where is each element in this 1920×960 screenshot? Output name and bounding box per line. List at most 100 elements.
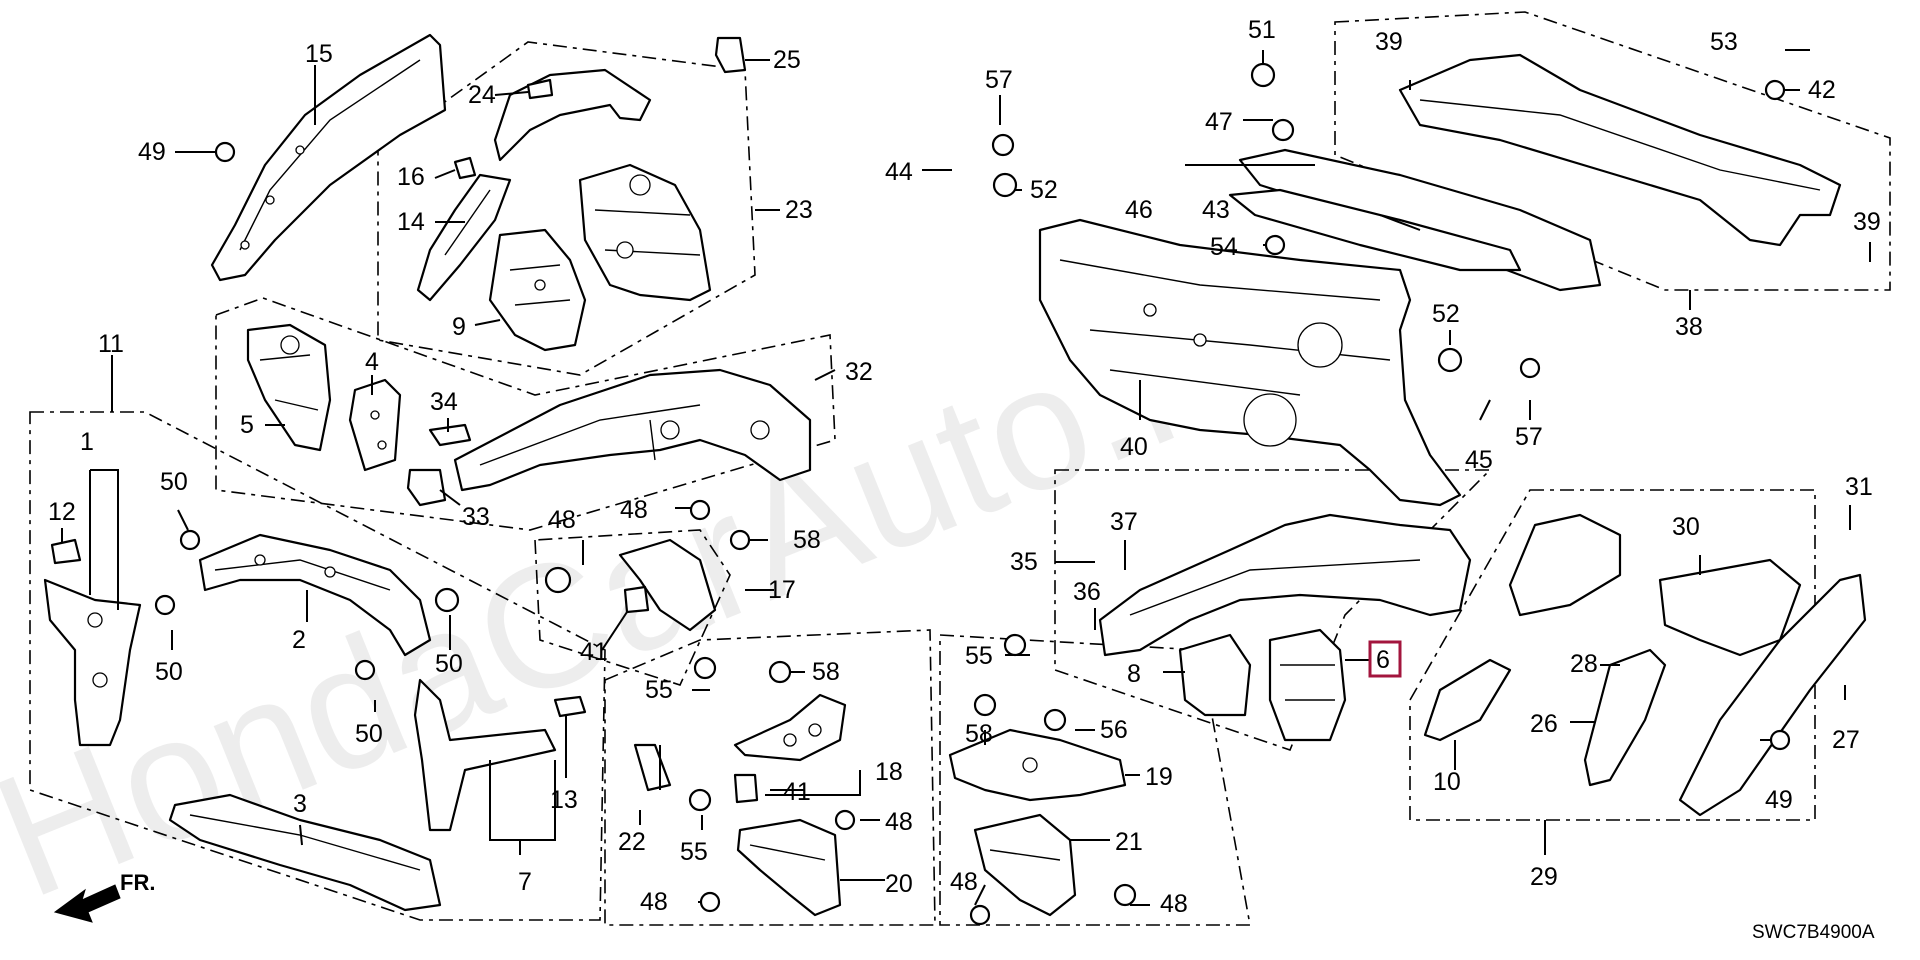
part-35-frame-shape <box>1098 513 1472 657</box>
label-48-e[interactable]: 48 <box>950 868 978 896</box>
label-37[interactable]: 37 <box>1110 508 1138 536</box>
label-57-a[interactable]: 57 <box>985 66 1013 94</box>
label-58-a[interactable]: 58 <box>793 526 821 554</box>
label-48-f[interactable]: 48 <box>1160 890 1188 918</box>
arrow-left-icon <box>53 884 121 923</box>
label-55-b[interactable]: 55 <box>680 838 708 866</box>
part-2-crossmember-shape <box>198 533 432 657</box>
label-46[interactable]: 46 <box>1125 196 1153 224</box>
part-19-shape <box>948 728 1127 802</box>
part-1-12-shapes <box>43 538 142 747</box>
label-9[interactable]: 9 <box>452 313 466 341</box>
label-11[interactable]: 11 <box>98 330 124 358</box>
label-50-d[interactable]: 50 <box>355 720 383 748</box>
label-21[interactable]: 21 <box>1115 828 1143 856</box>
label-48-b[interactable]: 48 <box>620 496 648 524</box>
leader-lines <box>61 49 1871 906</box>
label-48-a[interactable]: 48 <box>548 506 576 534</box>
label-13[interactable]: 13 <box>550 786 578 814</box>
label-25[interactable]: 25 <box>773 46 801 74</box>
label-38[interactable]: 38 <box>1675 313 1703 341</box>
label-49[interactable]: 49 <box>138 138 166 166</box>
label-54[interactable]: 54 <box>1210 233 1238 261</box>
label-3[interactable]: 3 <box>293 790 307 818</box>
label-55-a[interactable]: 55 <box>645 676 673 704</box>
label-51[interactable]: 51 <box>1248 16 1276 44</box>
label-50-b[interactable]: 50 <box>155 658 183 686</box>
label-19[interactable]: 19 <box>1145 763 1173 791</box>
part-6-highlighted-shape <box>1268 628 1347 742</box>
label-43[interactable]: 43 <box>1202 196 1230 224</box>
label-31[interactable]: 31 <box>1845 473 1873 501</box>
label-36[interactable]: 36 <box>1073 578 1101 606</box>
callout-labels: 15 49 24 25 16 14 23 9 32 5 4 34 33 11 1… <box>48 16 1881 918</box>
label-24[interactable]: 24 <box>468 81 496 109</box>
part-7-13-shapes <box>413 678 587 832</box>
part-18-shape <box>733 693 847 762</box>
label-41-a[interactable]: 41 <box>580 638 608 666</box>
label-56[interactable]: 56 <box>1100 716 1128 744</box>
part-34-33-shapes <box>406 423 472 507</box>
label-35[interactable]: 35 <box>1010 548 1038 576</box>
label-48-c[interactable]: 48 <box>885 808 913 836</box>
part-20-shape <box>736 818 842 917</box>
part-15-pillar-shape <box>210 33 447 282</box>
label-53[interactable]: 53 <box>1710 28 1738 56</box>
label-27[interactable]: 27 <box>1832 726 1860 754</box>
label-30[interactable]: 30 <box>1672 513 1700 541</box>
label-17[interactable]: 17 <box>768 576 796 604</box>
label-12[interactable]: 12 <box>48 498 76 526</box>
part-14-shape <box>416 173 512 302</box>
label-5[interactable]: 5 <box>240 411 254 439</box>
label-47[interactable]: 47 <box>1205 108 1233 136</box>
label-57-b[interactable]: 57 <box>1515 423 1543 451</box>
part-40-dashboard-panel-shape <box>1038 218 1462 507</box>
label-22[interactable]: 22 <box>618 828 646 856</box>
part-5-shape <box>246 323 332 452</box>
part-32-frame-shape <box>453 368 812 492</box>
label-55-c[interactable]: 55 <box>965 642 993 670</box>
label-18[interactable]: 18 <box>875 758 903 786</box>
front-label: FR. <box>120 870 155 895</box>
label-39-b[interactable]: 39 <box>1853 208 1881 236</box>
part-8-shape <box>1178 633 1252 717</box>
label-32[interactable]: 32 <box>845 358 873 386</box>
label-14[interactable]: 14 <box>397 208 425 236</box>
label-29[interactable]: 29 <box>1530 863 1558 891</box>
label-34[interactable]: 34 <box>430 388 458 416</box>
label-39-a[interactable]: 39 <box>1375 28 1403 56</box>
highlight-box <box>1368 640 1402 678</box>
label-50-a[interactable]: 50 <box>160 468 188 496</box>
label-58-c[interactable]: 58 <box>965 720 993 748</box>
label-42[interactable]: 42 <box>1808 76 1836 104</box>
label-41-b[interactable]: 41 <box>783 778 811 806</box>
label-33[interactable]: 33 <box>462 503 490 531</box>
label-48-d[interactable]: 48 <box>640 888 668 916</box>
label-28[interactable]: 28 <box>1570 650 1598 678</box>
label-49-b[interactable]: 49 <box>1765 786 1793 814</box>
label-52-b[interactable]: 52 <box>1432 300 1460 328</box>
label-10[interactable]: 10 <box>1433 768 1461 796</box>
label-26[interactable]: 26 <box>1530 710 1558 738</box>
label-4[interactable]: 4 <box>365 348 379 376</box>
label-16[interactable]: 16 <box>397 163 425 191</box>
label-15[interactable]: 15 <box>305 40 333 68</box>
label-45[interactable]: 45 <box>1465 446 1493 474</box>
part-9-shape <box>488 228 587 352</box>
label-20[interactable]: 20 <box>885 870 913 898</box>
label-44[interactable]: 44 <box>885 158 913 186</box>
small-brackets-upper <box>453 36 747 180</box>
label-8[interactable]: 8 <box>1127 660 1141 688</box>
label-6[interactable]: 6 <box>1376 646 1390 674</box>
label-2[interactable]: 2 <box>292 626 306 654</box>
part-22-41-shapes <box>633 743 759 804</box>
label-52-a[interactable]: 52 <box>1030 176 1058 204</box>
label-40[interactable]: 40 <box>1120 433 1148 461</box>
label-1[interactable]: 1 <box>80 428 94 456</box>
label-23[interactable]: 23 <box>785 196 813 224</box>
label-58-b[interactable]: 58 <box>812 658 840 686</box>
front-arrow: FR. <box>53 870 155 923</box>
label-50-c[interactable]: 50 <box>435 650 463 678</box>
label-7[interactable]: 7 <box>518 868 532 896</box>
